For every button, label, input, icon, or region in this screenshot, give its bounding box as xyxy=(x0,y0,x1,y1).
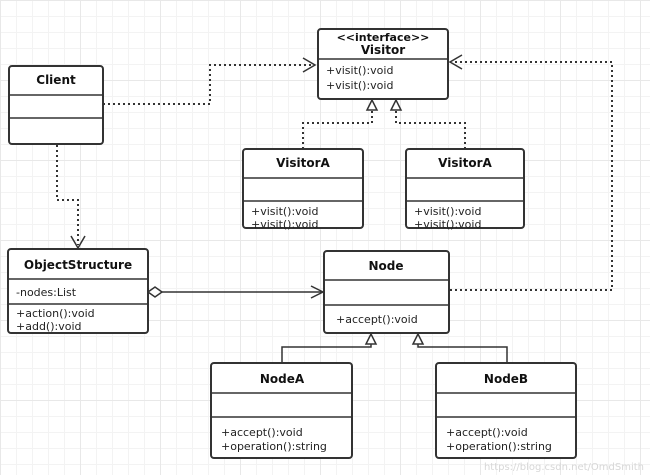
client-visitor-dependency-line xyxy=(103,64,314,105)
objectstructure-attribute: -nodes:List xyxy=(16,286,77,299)
visitor-class-name: Visitor xyxy=(361,43,405,57)
node-method: +accept():void xyxy=(336,313,418,326)
visitorb-class-box[interactable]: VisitorA +visit():void +visit():void xyxy=(405,148,525,231)
client-objectstructure-dependency-line xyxy=(56,145,79,245)
node-class-name: Node xyxy=(368,259,403,273)
nodeb-generalization-triangle xyxy=(411,332,425,345)
visitora-method: +visit():void xyxy=(251,205,318,218)
nodeb-class-box[interactable]: NodeB +accept():void +operation():string xyxy=(435,362,577,459)
visitora-class-name: VisitorA xyxy=(276,156,330,170)
client-class-box[interactable]: Client xyxy=(8,65,104,145)
visitor-stereotype: <<interface>> xyxy=(337,31,430,44)
aggregation-diamond xyxy=(146,286,164,298)
visitorb-realization-triangle xyxy=(389,98,403,111)
watermark-text: https://blog.csdn.net/OmdSmith xyxy=(484,462,644,473)
visitorb-realization-line xyxy=(395,108,466,149)
client-visitor-arrowhead xyxy=(302,57,317,73)
nodea-generalization-triangle xyxy=(364,332,378,345)
nodeb-method: +operation():string xyxy=(446,440,552,453)
nodeb-class-name: NodeB xyxy=(484,372,528,386)
node-visitor-dependency-line xyxy=(450,61,613,291)
visitor-interface-box[interactable]: <<interface>> Visitor +visit():void +vis… xyxy=(317,28,449,100)
objectstructure-method: +action():void xyxy=(16,307,95,320)
node-class-box[interactable]: Node +accept():void xyxy=(323,250,450,334)
nodea-class-box[interactable]: NodeA +accept():void +operation():string xyxy=(210,362,353,459)
node-visitor-arrowhead xyxy=(448,54,463,70)
nodeb-generalization-line xyxy=(417,341,508,363)
visitorb-class-name: VisitorA xyxy=(438,156,492,170)
objectstructure-class-box[interactable]: ObjectStructure -nodes:List +action():vo… xyxy=(7,248,149,334)
visitora-method: +visit():void xyxy=(251,218,318,231)
visitorb-method: +visit():void xyxy=(414,218,481,231)
visitorb-method: +visit():void xyxy=(414,205,481,218)
visitor-method: +visit():void xyxy=(326,79,393,92)
objectstructure-method: +add():void xyxy=(16,320,82,333)
visitor-method: +visit():void xyxy=(326,64,393,77)
objectstructure-class-name: ObjectStructure xyxy=(24,258,132,272)
nodea-method: +operation():string xyxy=(221,440,327,453)
nodea-generalization-line xyxy=(281,341,372,363)
visitora-realization-line xyxy=(302,108,373,149)
visitora-class-box[interactable]: VisitorA +visit():void +visit():void xyxy=(242,148,364,231)
nodeb-method: +accept():void xyxy=(446,426,528,439)
client-objectstructure-arrowhead xyxy=(70,235,86,250)
nodea-class-name: NodeA xyxy=(260,372,305,386)
visitora-realization-triangle xyxy=(365,98,379,111)
client-class-name: Client xyxy=(36,73,76,87)
nodea-method: +accept():void xyxy=(221,426,303,439)
